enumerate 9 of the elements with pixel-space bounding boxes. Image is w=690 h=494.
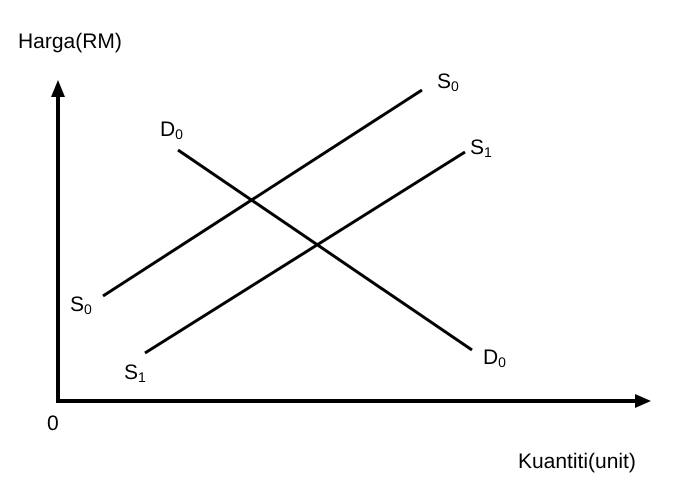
origin-label: 0 (47, 412, 59, 436)
axis-title: Harga(RM) (18, 30, 122, 54)
curve-label: S$_{0}$ (437, 70, 459, 94)
curve-label: S$_{1}$ (124, 361, 146, 385)
curve-label: D$_{0}$ (483, 346, 506, 370)
axis-title: Kuantiti(unit) (518, 450, 636, 474)
curve-label: S$_{1}$ (470, 136, 492, 160)
curve-label: D$_{0}$ (160, 118, 183, 142)
curve-label: S$_{0}$ (70, 293, 92, 317)
